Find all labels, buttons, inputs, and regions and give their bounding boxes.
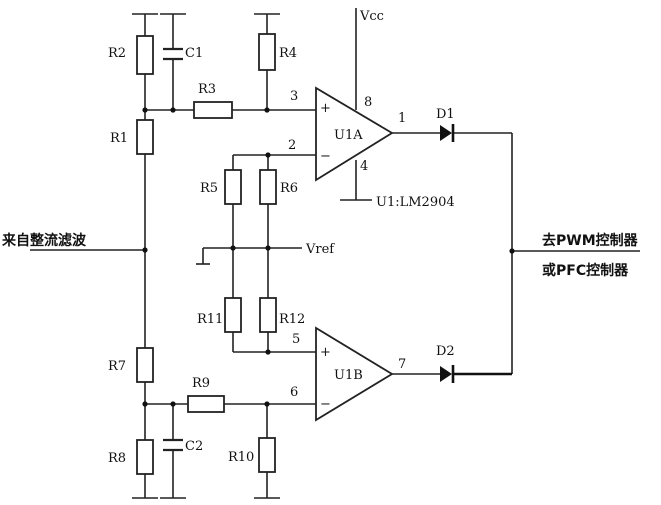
capacitor-c2	[163, 438, 183, 452]
wires	[30, 8, 640, 499]
resistor-r3	[193, 101, 233, 119]
label-r10: R10	[228, 450, 254, 465]
diode-d2	[440, 365, 455, 383]
label-u1b: U1B	[334, 368, 363, 383]
resistor-r4	[258, 33, 276, 71]
label-r8: R8	[108, 451, 126, 466]
label-d2: D2	[436, 344, 455, 359]
label-u1a: U1A	[334, 128, 363, 143]
u1a-plus-sign: +	[320, 101, 331, 116]
vcc-label: Vcc	[359, 9, 384, 24]
resistor-r6	[259, 169, 277, 205]
pin-2: 2	[288, 138, 296, 153]
resistor-r7	[136, 347, 154, 383]
resistors	[136, 33, 277, 475]
label-r12: R12	[279, 312, 305, 327]
label-r5: R5	[200, 181, 218, 196]
label-r4: R4	[279, 46, 297, 61]
diode-d1	[440, 124, 455, 142]
output-destination-label-2: 或PFC控制器	[542, 262, 629, 279]
label-d1: D1	[436, 107, 455, 122]
label-r7: R7	[108, 359, 126, 374]
u1b-plus-sign: +	[320, 345, 331, 360]
component-labels: R2 C1 R4 R3 R1 R5 R6 R11 R12 R7 R9 R8 C2…	[108, 46, 455, 466]
capacitor-c1	[163, 47, 183, 61]
label-r6: R6	[280, 181, 298, 196]
pin-7: 7	[398, 357, 406, 372]
input-source-label: 来自整流滤波	[1, 232, 87, 249]
label-r3: R3	[198, 82, 216, 97]
label-r9: R9	[192, 376, 210, 391]
label-r1: R1	[110, 131, 128, 146]
label-r11: R11	[197, 312, 223, 327]
pin-8: 8	[364, 95, 372, 110]
net-labels: Vcc Vref U1:LM2904 来自整流滤波 去PWM控制器 或PFC控制…	[1, 9, 639, 279]
pin-labels: 3 2 8 4 1 5 6 7 + − + −	[288, 89, 406, 412]
label-c1: C1	[185, 46, 203, 61]
u1a-minus-sign: −	[320, 149, 331, 164]
vref-label: Vref	[305, 242, 335, 257]
pin-4: 4	[360, 159, 368, 174]
junction-dots	[142, 107, 515, 407]
opamp-u1a	[315, 86, 394, 182]
pin-1: 1	[398, 111, 406, 126]
output-destination-label-1: 去PWM控制器	[542, 232, 639, 249]
resistor-r2	[136, 35, 154, 75]
pin-3: 3	[290, 89, 298, 104]
label-c2: C2	[185, 439, 203, 454]
resistor-r1	[136, 119, 154, 155]
resistor-r8	[136, 439, 154, 475]
ic-part-note: U1:LM2904	[376, 195, 455, 210]
pin-6: 6	[290, 385, 298, 400]
resistor-r5	[224, 169, 242, 205]
opamp-u1b	[315, 326, 394, 422]
resistor-r10	[258, 437, 276, 473]
resistor-r9	[187, 395, 225, 413]
pin-5: 5	[292, 332, 300, 347]
label-r2: R2	[108, 46, 126, 61]
u1b-minus-sign: −	[320, 397, 331, 412]
resistor-r12	[259, 297, 277, 333]
resistor-r11	[224, 297, 242, 333]
